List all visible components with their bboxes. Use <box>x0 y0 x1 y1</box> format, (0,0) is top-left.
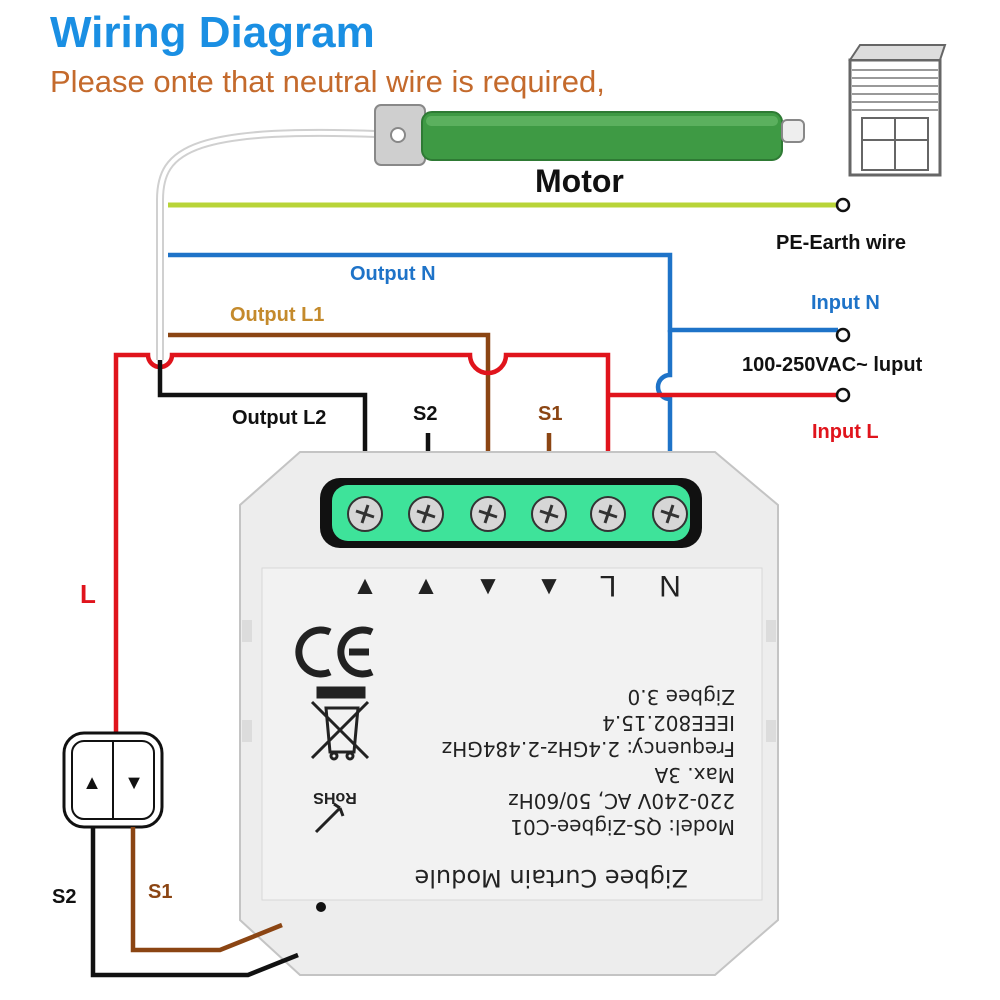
s2-bottom-label: S2 <box>52 886 76 908</box>
max-current-text: Max. 3A <box>654 763 735 787</box>
wall-switch[interactable]: ▲ ▼ <box>62 731 164 829</box>
output-n-wire <box>168 252 838 333</box>
diagram-title: Wiring Diagram <box>50 8 375 57</box>
s2-switch-wire <box>90 827 299 978</box>
screw-slot <box>478 504 498 524</box>
model-text: Model: QS-Zigbee-C01 <box>510 815 735 839</box>
live-wire <box>113 352 611 735</box>
terminal-label: ▼ <box>475 570 501 600</box>
live-side-label: L <box>80 579 96 609</box>
window-shutter-icon <box>848 44 947 177</box>
input-l-label: Input L <box>812 421 879 443</box>
rohs-leaf-icon <box>314 802 345 834</box>
screw-slot <box>416 504 436 524</box>
voltage-text: 220-240V AC, 50/60Hz <box>508 789 735 813</box>
s1-switch-wire <box>130 827 283 953</box>
rohs-mark: RoHS <box>313 789 357 806</box>
frequency-text: Frequency: 2.4GHz-2.484GHz <box>442 737 735 761</box>
s2-top-label: S2 <box>413 403 437 425</box>
input-l-terminal <box>835 387 851 403</box>
weee-bin-icon <box>310 686 370 761</box>
screw-slot <box>539 504 559 524</box>
output-l2-label: Output L2 <box>232 407 326 429</box>
terminal-label: ▼ <box>536 570 562 600</box>
ce-mark <box>295 626 374 678</box>
output-l1-wire <box>168 332 491 478</box>
output-n-label: Output N <box>350 263 436 285</box>
output-l1-label: Output L1 <box>230 304 324 326</box>
screw-slot <box>355 504 375 524</box>
terminal-label: ▲ <box>352 570 378 600</box>
output-l2-wire <box>157 360 368 478</box>
motor-label: Motor <box>535 163 624 199</box>
motor-icon <box>156 104 805 360</box>
module-specs: Zigbee 3.0 IEEE802.15.4 Frequency: 2.4GH… <box>415 685 735 892</box>
terminal-label: ▲ <box>413 570 439 600</box>
pe-terminal <box>835 197 851 213</box>
neutral-to-terminal-wire <box>655 330 673 478</box>
diagram-subtitle: Please onte that neutral wire is require… <box>50 64 605 99</box>
terminal-screws <box>347 496 688 532</box>
terminal-labels: ▲ ▲ ▼ ▼ L N <box>352 569 681 602</box>
input-voltage-label: 100-250VAC~ luput <box>742 354 923 376</box>
s1-top-label: S1 <box>538 403 562 425</box>
terminal-label: L <box>600 569 617 602</box>
module-name-text: Zigbee Curtain Module <box>415 864 688 892</box>
screw-slot <box>660 504 680 524</box>
terminal-label: N <box>659 569 681 602</box>
protocol-text: Zigbee 3.0 <box>628 685 735 709</box>
switch-up-symbol[interactable]: ▲ <box>82 772 102 794</box>
s1-bottom-label: S1 <box>148 881 172 903</box>
terminal-block-face <box>332 485 690 541</box>
input-n-label: Input N <box>811 292 880 314</box>
switch-down-symbol[interactable]: ▼ <box>124 772 144 794</box>
screw-slot <box>598 504 618 524</box>
pe-earth-label: PE-Earth wire <box>776 232 906 254</box>
input-n-terminal <box>835 327 851 343</box>
curtain-module <box>239 451 779 976</box>
standard-text: IEEE802.15.4 <box>602 711 735 735</box>
